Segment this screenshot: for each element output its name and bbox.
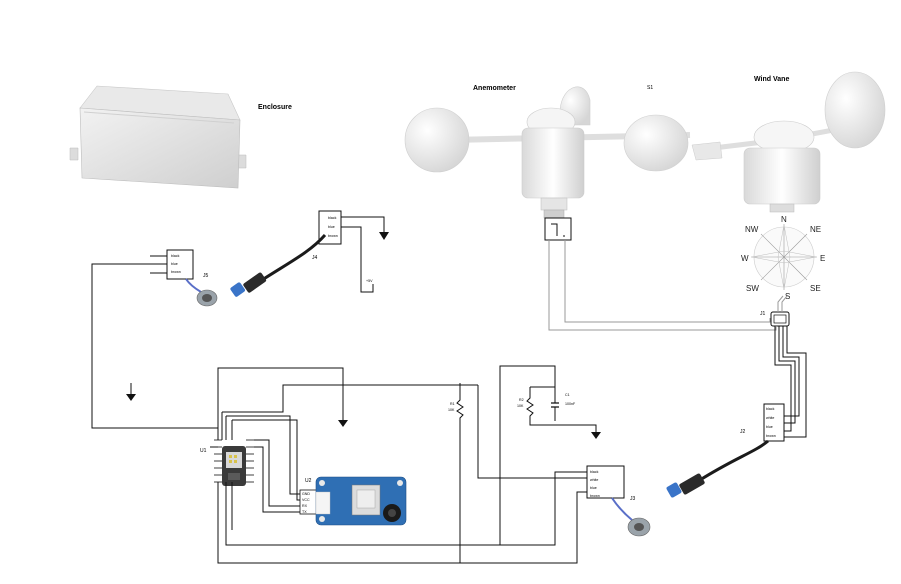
- r2-resistor: [526, 387, 534, 420]
- j2-pin-brown: brown: [766, 434, 776, 438]
- compass-s: S: [785, 292, 790, 301]
- j4-pin-blue: blue: [328, 225, 335, 229]
- anemometer-image: [404, 86, 691, 219]
- u1-label: U1: [200, 448, 207, 454]
- wire-r2-c1-gnd: [529, 420, 597, 432]
- wire-vane-j1-b: [781, 295, 788, 312]
- compass-rose: [751, 224, 817, 290]
- r1-label: R1: [450, 402, 455, 406]
- j2-label: J2: [740, 429, 746, 435]
- gnd-symbol-j4: [379, 232, 389, 240]
- compass-e: E: [820, 254, 825, 263]
- c1-label: C1: [565, 393, 570, 397]
- j2-pin-blue: blue: [766, 425, 773, 429]
- enclosure-label: Enclosure: [258, 104, 292, 111]
- wire-anemometer-j1-b: [564, 240, 771, 323]
- j5-connector: [166, 249, 194, 280]
- anemometer-connector: [544, 217, 572, 241]
- gnd-symbol-left: [126, 394, 136, 401]
- compass-ne: NE: [810, 225, 821, 234]
- wire-anemometer-j1-a: [548, 240, 777, 331]
- plus5v-label: +5V: [366, 279, 373, 283]
- j3-short-cable: [611, 497, 633, 521]
- j3-plug: [627, 517, 651, 537]
- j1-label: J1: [760, 311, 766, 317]
- j5-pin-black: black: [171, 254, 180, 258]
- j3-connector: [586, 465, 625, 499]
- j2-connector: [763, 403, 785, 442]
- j1-connector: [770, 311, 790, 327]
- gnd-symbol-c1: [591, 432, 601, 439]
- j5-pin-brown: brown: [171, 270, 181, 274]
- u2-pin-vcc: VCC: [302, 498, 310, 502]
- j5-label: J5: [203, 273, 209, 279]
- enclosure: [69, 85, 247, 189]
- wire-j5-blue: [91, 263, 218, 429]
- j2-pin-black: black: [766, 407, 775, 411]
- wire-vane-j1-a: [777, 295, 784, 312]
- r1-value: 10K: [448, 408, 455, 412]
- u2-pin-gnd: GND: [302, 492, 310, 496]
- u2-pin-rx: RX: [302, 504, 308, 508]
- j3-pin-blue: blue: [590, 486, 597, 490]
- c1-value: 100nF: [565, 402, 576, 406]
- j5-pin-blue: blue: [171, 262, 178, 266]
- j4-pin-brown: brown: [328, 234, 338, 238]
- compass-n: N: [781, 215, 787, 224]
- wire-j4-5v: [341, 226, 374, 293]
- j5-short-cable: [185, 278, 202, 293]
- j3-label: J3: [630, 496, 636, 502]
- j3-pin-white: white: [590, 478, 598, 482]
- u2-module: [299, 476, 407, 526]
- j2-cable: [666, 439, 769, 498]
- wind-vane-image: [691, 71, 886, 213]
- j3-pin-black: black: [590, 470, 599, 474]
- r1-resistor: [456, 383, 464, 563]
- compass-nw: NW: [745, 225, 759, 234]
- j4-cable: [230, 234, 327, 297]
- c1-capacitor: [551, 402, 559, 408]
- r2-label: R2: [519, 398, 524, 402]
- c1-top-wire: [530, 386, 556, 403]
- u2-label: U2: [305, 478, 312, 484]
- compass-sw: SW: [746, 284, 759, 293]
- r2-value: 10K: [517, 404, 524, 408]
- main-wiring: [210, 365, 587, 564]
- wires-j1-j2: [774, 326, 807, 438]
- wire-j4-gnd: [341, 216, 385, 232]
- wind-vane-label: Wind Vane: [754, 76, 789, 83]
- u2-pin-tx: TX: [302, 510, 307, 514]
- compass-se: SE: [810, 284, 821, 293]
- j2-pin-white: white: [766, 416, 774, 420]
- anemometer-label: Anemometer: [473, 85, 516, 92]
- j3-pin-brown: brown: [590, 494, 600, 498]
- j4-label: J4: [312, 255, 318, 261]
- s1-label: S1: [647, 85, 653, 91]
- compass-w: W: [741, 254, 749, 263]
- u1-module: [214, 439, 254, 486]
- j5-plug: [196, 289, 218, 307]
- j4-pin-black: black: [328, 216, 337, 220]
